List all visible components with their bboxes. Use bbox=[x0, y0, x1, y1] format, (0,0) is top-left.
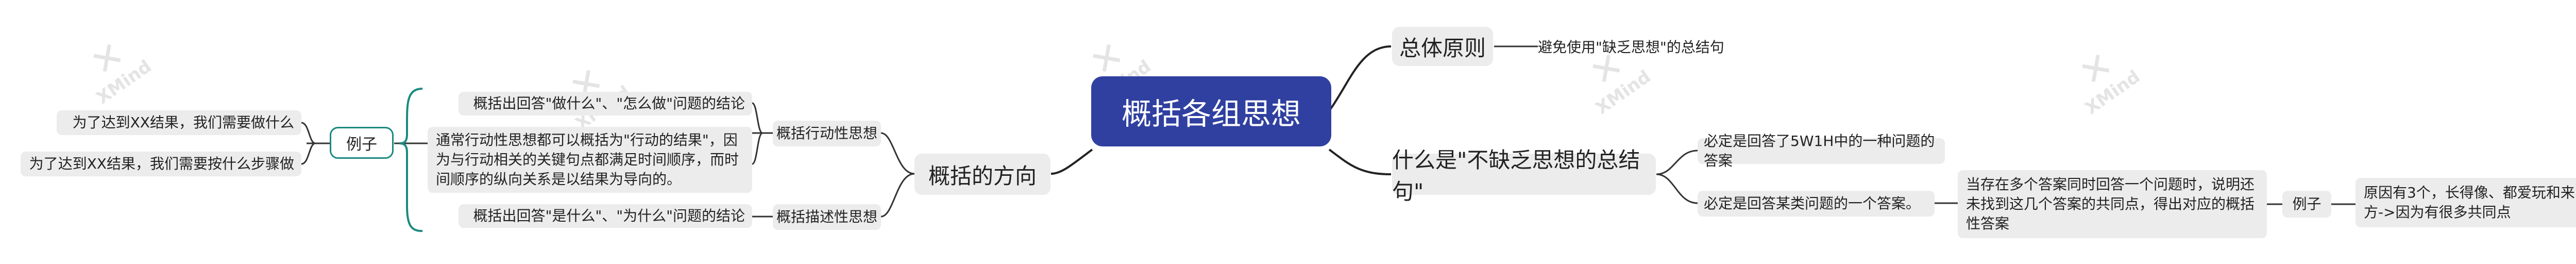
topic-action-thought[interactable]: 概括行动性思想 bbox=[773, 121, 881, 146]
topic-what-is[interactable]: 什么是"不缺乏思想的总结句" bbox=[1392, 147, 1656, 204]
direction-example-2[interactable]: 为了达到XX结果，我们需要按什么步骤做 bbox=[21, 152, 301, 176]
what-is-example-text[interactable]: 原因有3个，长得像、都爱玩和来自同一个地方->因为有很多共同点 bbox=[2355, 178, 2576, 227]
direction-example-1[interactable]: 为了达到XX结果，我们需要做什么 bbox=[57, 110, 301, 135]
root-topic[interactable]: 概括各组思想 bbox=[1091, 76, 1331, 146]
topic-desc-thought[interactable]: 概括描述性思想 bbox=[773, 204, 881, 230]
topic-overall-principle[interactable]: 总体原则 bbox=[1392, 27, 1493, 66]
direction-example-label[interactable]: 例子 bbox=[330, 127, 394, 159]
overall-principle-child[interactable]: 避免使用"缺乏思想"的总结句 bbox=[1538, 39, 1724, 56]
example-brace bbox=[399, 88, 423, 232]
what-is-example-label[interactable]: 例子 bbox=[2282, 191, 2331, 218]
action-item-result[interactable]: 通常行动性思想都可以概括为"行动的结果"，因为与行动相关的关键句点都满足时间顺序… bbox=[428, 127, 752, 193]
desc-item-conclusion[interactable]: 概括出回答"是什么"、"为什么"问题的结论 bbox=[459, 204, 752, 228]
wire-root-overall bbox=[1328, 45, 1392, 112]
wire-root-direction bbox=[1050, 148, 1093, 175]
action-item-conclusion[interactable]: 概括出回答"做什么"、"怎么做"问题的结论 bbox=[459, 92, 752, 116]
what-is-child-5w1h[interactable]: 必定是回答了5W1H中的一种问题的答案 bbox=[1698, 133, 1945, 169]
wire-root-what bbox=[1328, 148, 1392, 175]
what-is-child-answer[interactable]: 必定是回答某类问题的一个答案。 bbox=[1698, 191, 1935, 217]
topic-direction[interactable]: 概括的方向 bbox=[914, 154, 1050, 195]
what-is-detail[interactable]: 当存在多个答案同时回答一个问题时，说明还未找到这几个答案的共同点，得出对应的概括… bbox=[1958, 170, 2267, 238]
